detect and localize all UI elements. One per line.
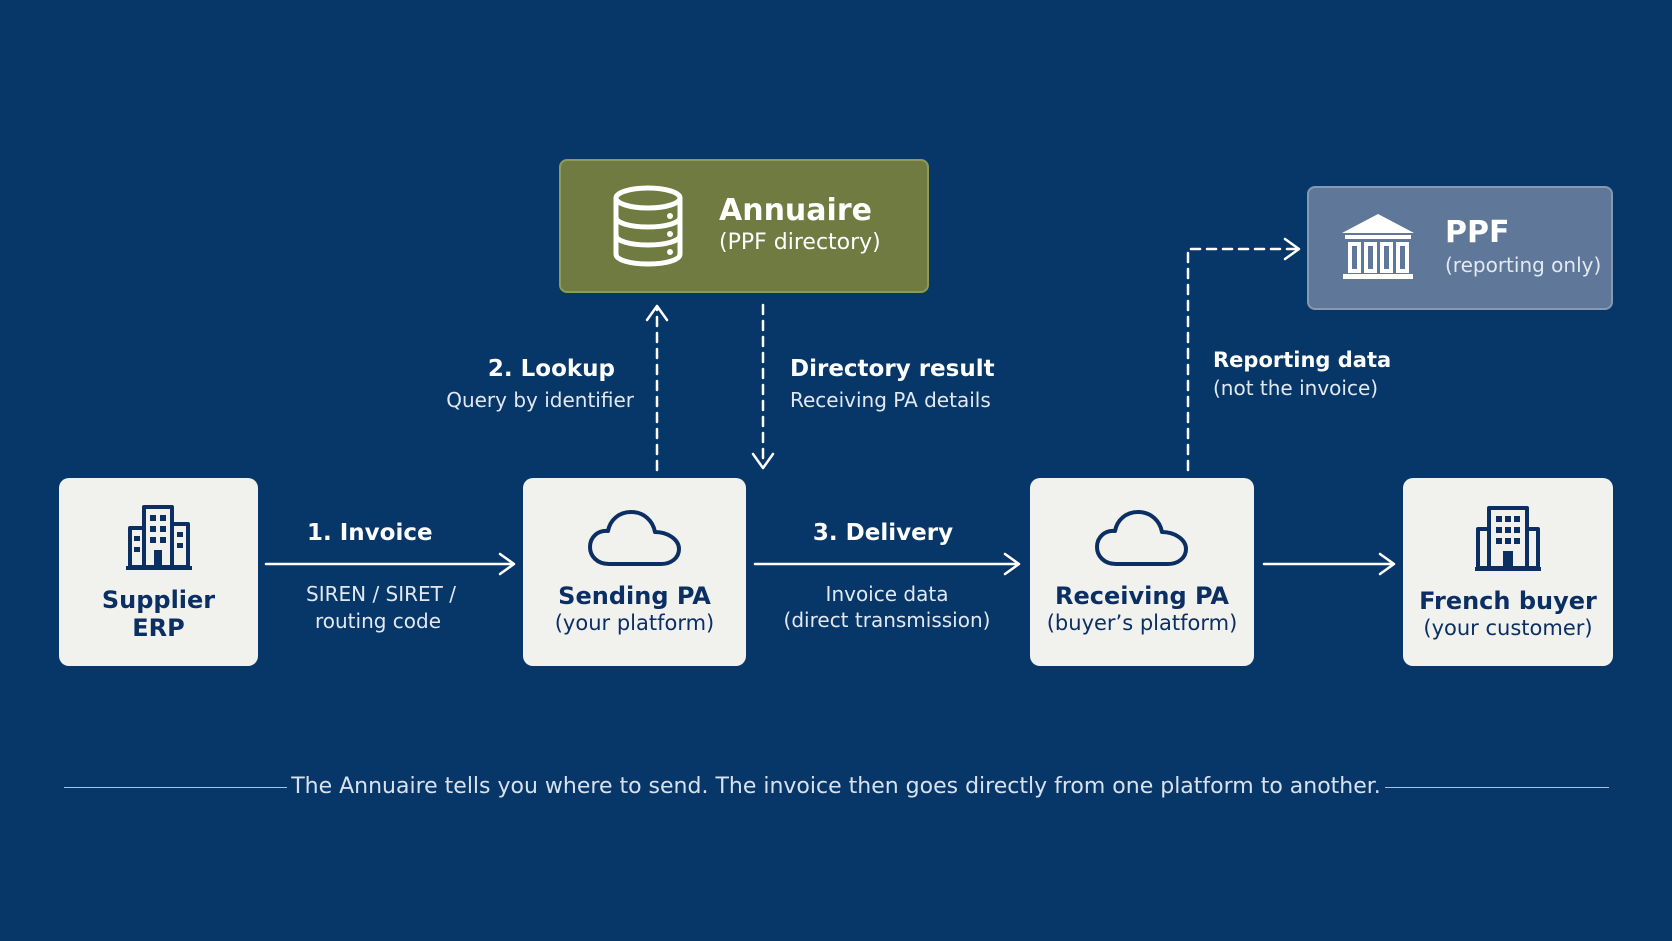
- receiving-pa-node: Receiving PA (buyer’s platform): [1030, 478, 1254, 666]
- caption-rule-right: [1385, 787, 1609, 788]
- invoice-label: 1. Invoice: [307, 520, 433, 546]
- arrow-lookup: [645, 304, 669, 472]
- lookup-label: 2. Lookup: [487, 356, 615, 382]
- french-buyer-subtitle: (your customer): [1423, 616, 1593, 640]
- supplier-erp-node: Supplier ERP: [59, 478, 258, 666]
- directory-result-detail: Receiving PA details: [790, 388, 991, 412]
- invoice-detail-2: routing code: [314, 609, 442, 633]
- delivery-label: 3. Delivery: [812, 520, 954, 546]
- caption: The Annuaire tells you where to send. Th…: [291, 774, 1381, 799]
- reporting-detail: (not the invoice): [1213, 376, 1379, 400]
- delivery-detail-2: (direct transmission): [783, 608, 991, 632]
- arrow-directory-result: [751, 303, 775, 470]
- arrow-invoice: [264, 552, 516, 576]
- receiving-pa-title: Receiving PA: [1055, 582, 1229, 610]
- building-icon: [1475, 506, 1541, 571]
- annuaire-subtitle: (PPF directory): [719, 230, 881, 255]
- french-buyer-node: French buyer (your customer): [1403, 478, 1613, 666]
- ppf-subtitle: (reporting only): [1445, 253, 1602, 277]
- ppf-box: PPF (reporting only): [1307, 186, 1613, 310]
- invoice-detail-1: SIREN / SIRET /: [306, 582, 456, 606]
- french-buyer-title: French buyer: [1419, 587, 1597, 615]
- ppf-title: PPF: [1445, 215, 1510, 250]
- arrow-to-buyer: [1262, 552, 1396, 576]
- sending-pa-title: Sending PA: [558, 582, 711, 610]
- reporting-label: Reporting data: [1213, 348, 1392, 372]
- annuaire-title: Annuaire: [719, 193, 872, 228]
- annuaire-box: Annuaire (PPF directory): [559, 159, 929, 293]
- delivery-detail-1: Invoice data: [825, 582, 949, 606]
- sending-pa-subtitle: (your platform): [554, 611, 715, 635]
- arrow-reporting: [1186, 237, 1301, 472]
- directory-result-label: Directory result: [790, 356, 995, 382]
- arrow-delivery: [753, 552, 1021, 576]
- lookup-detail: Query by identifier: [446, 388, 634, 412]
- supplier-erp-title: Supplier ERP: [101, 586, 216, 642]
- cloud-icon: [587, 510, 681, 566]
- cloud-icon: [1095, 510, 1188, 566]
- receiving-pa-subtitle: (buyer’s platform): [1046, 611, 1238, 635]
- building-icon: [125, 505, 192, 570]
- database-icon: [613, 185, 683, 267]
- sending-pa-node: Sending PA (your platform): [523, 478, 746, 666]
- bank-icon: [1342, 214, 1414, 279]
- caption-rule-left: [64, 787, 287, 788]
